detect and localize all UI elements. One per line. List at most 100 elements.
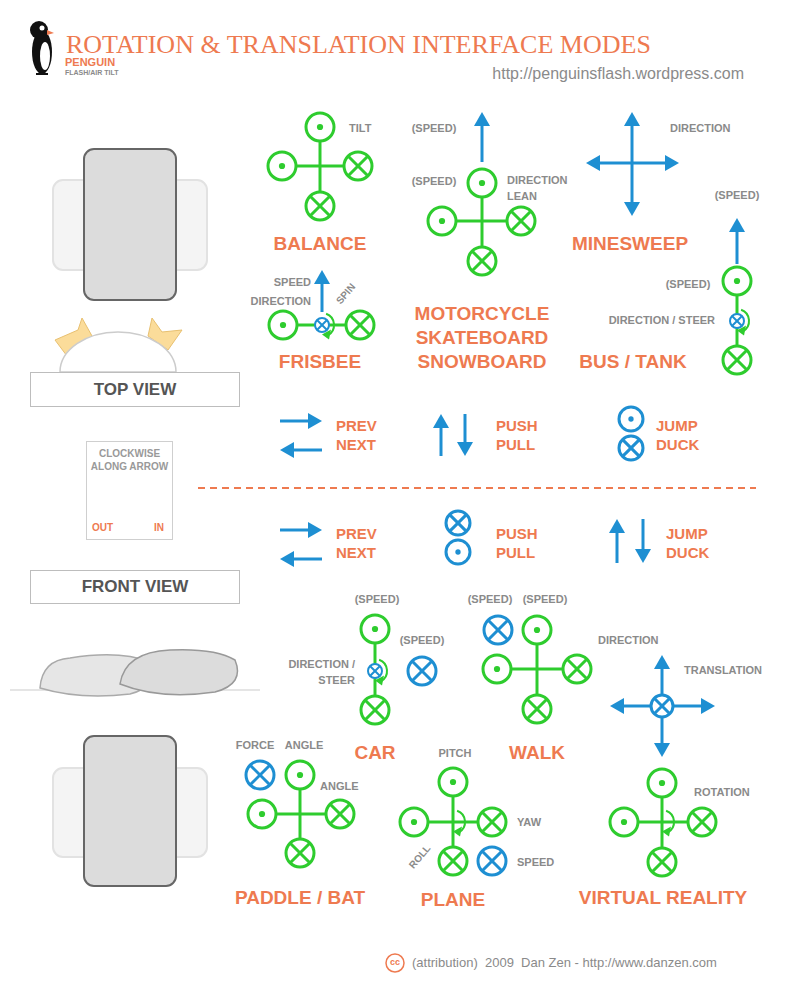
phone [84, 736, 176, 886]
in-cross [511, 211, 530, 230]
arrow-shaft [600, 162, 632, 165]
in-cross [472, 251, 491, 270]
in-cross [732, 316, 742, 326]
out-dot [659, 780, 665, 786]
rotation-head [375, 675, 384, 685]
out-symbol [248, 800, 276, 828]
in-cross [488, 620, 507, 639]
in-symbol [315, 318, 329, 332]
legend-in: IN [154, 522, 164, 534]
in-cross [412, 661, 431, 680]
gesture-label: PUSH PULL [496, 416, 546, 454]
arrow-shaft [464, 414, 467, 442]
in-cross [511, 211, 530, 230]
in-symbol [306, 192, 334, 220]
in-cross [310, 196, 329, 215]
in-symbol [730, 314, 744, 328]
control-label: SPIN [334, 281, 358, 307]
in-cross [348, 156, 367, 175]
out-dot [372, 626, 378, 632]
out-symbol [428, 207, 456, 235]
penguin-beak [47, 30, 54, 35]
out-symbol [361, 615, 389, 643]
in-symbol [368, 664, 382, 678]
control-label: (SPEED) [412, 175, 457, 188]
control-label: TRANSLATION [684, 664, 762, 677]
out-dot [734, 278, 740, 284]
legend-box: CLOCKWISE ALONG ARROW OUT IN [86, 441, 173, 540]
arrow-head [609, 519, 625, 533]
control-label: PITCH [439, 747, 472, 760]
in-symbol [446, 511, 470, 535]
view-box: TOP VIEW [30, 372, 240, 407]
arrow-shaft [616, 533, 619, 563]
in-cross [370, 666, 380, 676]
in-symbol [408, 657, 436, 685]
legend-heading: CLOCKWISE ALONG ARROW [87, 447, 172, 473]
mode-name: PADDLE / BAT [235, 886, 365, 909]
out-symbol [306, 113, 334, 141]
in-cross [412, 661, 431, 680]
in-symbol [723, 346, 751, 374]
in-cross [482, 812, 501, 831]
control-label: DIRECTION [598, 634, 659, 647]
in-symbol [651, 695, 673, 717]
mode-name: VIRTUAL REALITY [579, 886, 748, 909]
in-cross [365, 700, 384, 719]
mode-name: CAR [354, 741, 395, 764]
control-label: (SPEED) [468, 593, 513, 606]
in-cross [727, 350, 746, 369]
control-label: ROLL [407, 843, 434, 872]
control-label: ANGLE [285, 739, 324, 752]
in-cross [330, 804, 349, 823]
arrow-head [624, 202, 640, 216]
cc-badge [386, 954, 404, 972]
in-symbol [688, 808, 716, 836]
control-label: (SPEED) [523, 593, 568, 606]
in-cross [482, 812, 501, 831]
out-symbol [483, 655, 511, 683]
in-cross [443, 851, 462, 870]
mode-name: MOTORCYCLE SKATEBOARD SNOWBOARD [397, 302, 567, 374]
in-cross [450, 515, 466, 531]
gesture-label: JUMP DUCK [666, 524, 716, 562]
out-dot [279, 163, 285, 169]
arrow-head [457, 442, 473, 456]
arrow-head [308, 522, 322, 538]
out-dot [450, 779, 456, 785]
mode-name: WALK [509, 741, 565, 764]
out-symbol [446, 540, 470, 564]
control-label: DIRECTION LEAN [507, 172, 577, 204]
gesture-label: JUMP DUCK [656, 416, 706, 454]
cc-mark: cc [390, 957, 400, 968]
arrow-head [586, 155, 600, 171]
in-symbol [619, 436, 643, 460]
in-cross [655, 699, 670, 714]
out-dot [411, 819, 417, 825]
in-cross [310, 196, 329, 215]
in-cross [290, 843, 309, 862]
in-cross [652, 852, 671, 871]
out-dot [621, 819, 627, 825]
out-symbol [619, 407, 643, 431]
out-symbol [723, 267, 751, 295]
in-cross [330, 804, 349, 823]
arrow-head [280, 551, 294, 567]
penguin-belly [40, 42, 50, 70]
arrow-shaft [736, 232, 739, 264]
arrow-shaft [280, 420, 308, 423]
legend-out: OUT [92, 522, 113, 534]
in-symbol [346, 311, 374, 339]
in-symbol [507, 207, 535, 235]
in-cross [727, 350, 746, 369]
control-label: (SPEED) [715, 189, 760, 202]
arrow-head [701, 698, 715, 714]
penguin-head [30, 21, 48, 39]
title: ROTATION & TRANSLATION INTERFACE MODES [66, 30, 651, 60]
arrow-shaft [294, 449, 322, 452]
control-label: ROTATION [694, 786, 750, 799]
brand-tagline: FLASH/AIR TILT [65, 69, 119, 77]
out-dot [534, 627, 540, 633]
view-box: FRONT VIEW [30, 570, 240, 604]
out-dot [628, 416, 633, 421]
